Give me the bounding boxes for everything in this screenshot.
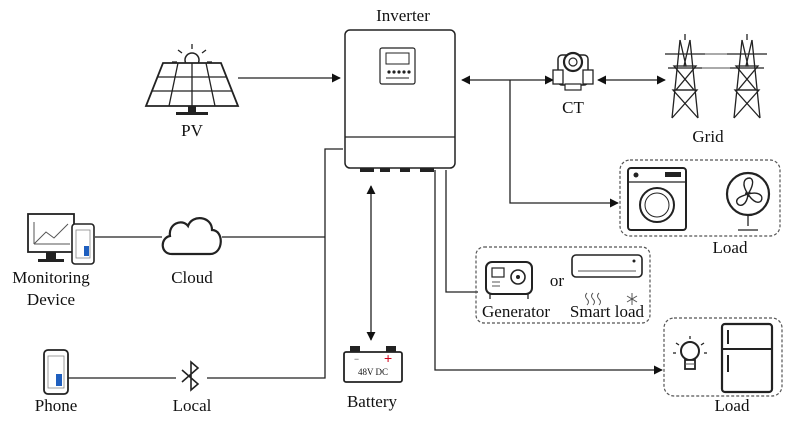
load-label-bottom: Load <box>715 396 750 415</box>
local-label: Local <box>173 396 212 415</box>
light-bulb-icon <box>673 336 707 370</box>
snowflake-icon <box>626 293 638 305</box>
inverter-icon <box>379 47 416 85</box>
grid-label: Grid <box>692 127 724 146</box>
battery-label: Battery <box>347 392 398 411</box>
cloud-label: Cloud <box>171 268 213 287</box>
bluetooth-icon <box>181 360 200 392</box>
fan-icon <box>725 171 771 231</box>
phone-label: Phone <box>35 396 78 415</box>
phone-icon <box>43 349 69 395</box>
inverter <box>344 29 456 172</box>
battery-voltage-label: 48V DC <box>358 367 388 377</box>
air-conditioner-icon <box>571 254 643 278</box>
pv-label: PV <box>181 121 203 140</box>
load-group-bottom <box>663 317 783 397</box>
monitor-chart-icon <box>27 213 95 265</box>
smart-load-label: Smart load <box>570 302 645 321</box>
connection-lines <box>68 73 666 379</box>
heat-waves-icon <box>585 292 601 306</box>
or-label: or <box>550 271 565 290</box>
monitoring-label-line1: Monitoring <box>12 268 90 287</box>
inverter-label: Inverter <box>376 6 430 25</box>
transmission-tower-icon <box>665 33 768 119</box>
ct-label: CT <box>562 98 584 117</box>
solar-panel-icon <box>144 44 240 115</box>
load-group-top <box>619 159 781 237</box>
load-label-top: Load <box>713 238 748 257</box>
cloud-icon <box>161 217 222 256</box>
washing-machine-icon <box>627 167 687 231</box>
battery-icon <box>343 346 403 383</box>
ct-clamp-icon <box>552 51 594 91</box>
battery-plus-sign: + <box>384 350 392 366</box>
refrigerator-icon <box>720 322 774 394</box>
generator-label: Generator <box>482 302 550 321</box>
monitoring-label-line2: Device <box>27 290 75 309</box>
battery-minus-sign: − <box>354 354 359 364</box>
generator-smart-load-group <box>475 246 651 324</box>
generator-icon <box>485 261 533 299</box>
